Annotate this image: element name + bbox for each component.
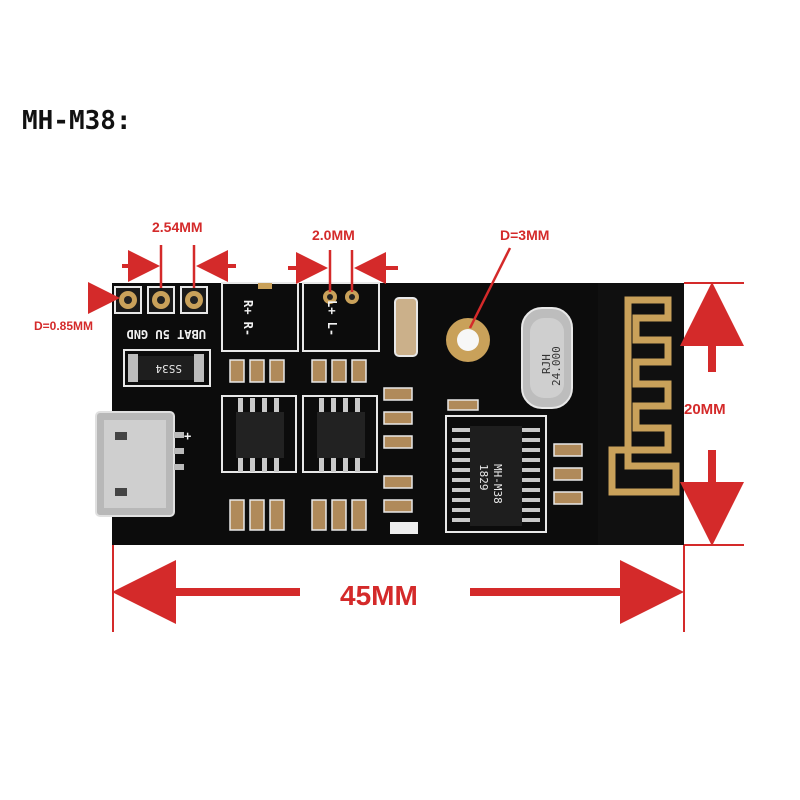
micro-usb-port — [95, 411, 184, 517]
antenna-area — [598, 283, 684, 545]
crystal-oscillator — [521, 307, 573, 409]
amplifier-ic-left — [302, 395, 378, 473]
height-label: 20MM — [684, 401, 726, 418]
usb-plus-mark: + — [184, 429, 191, 443]
power-pin-labels: UBAT 5U GND — [127, 327, 206, 341]
left-speaker-connector — [302, 282, 380, 352]
antenna-trace — [608, 296, 680, 496]
left-channel-label: L+ L- — [325, 300, 339, 336]
chip-model: MH-M38 — [491, 464, 504, 504]
passive-components — [229, 359, 583, 531]
pitch-20-label: 2.0MM — [312, 227, 355, 243]
right-channel-label: R+ R- — [241, 300, 255, 336]
product-title: MH-M38: — [22, 106, 132, 136]
width-label: 45MM — [340, 580, 418, 611]
right-speaker-connector — [221, 282, 299, 352]
chip-date-code: 1829 — [477, 464, 490, 491]
amplifier-ic-right — [221, 395, 297, 473]
pitch-254-label: 2.54MM — [152, 219, 203, 235]
hole-diameter-label: D=3MM — [500, 227, 549, 243]
crystal-brand: RJH — [540, 354, 553, 374]
diode-label: SS34 — [155, 362, 182, 375]
electrolytic-capacitor — [394, 297, 418, 357]
led — [390, 522, 418, 534]
mounting-hole — [446, 318, 490, 362]
diode — [123, 349, 211, 387]
bluetooth-chip — [445, 415, 547, 533]
pad-diameter-label: D=0.85MM — [34, 319, 93, 333]
hole-diameter-leader — [468, 247, 512, 329]
crystal-frequency: 24.000 — [550, 346, 563, 386]
power-pin-header — [114, 286, 208, 314]
